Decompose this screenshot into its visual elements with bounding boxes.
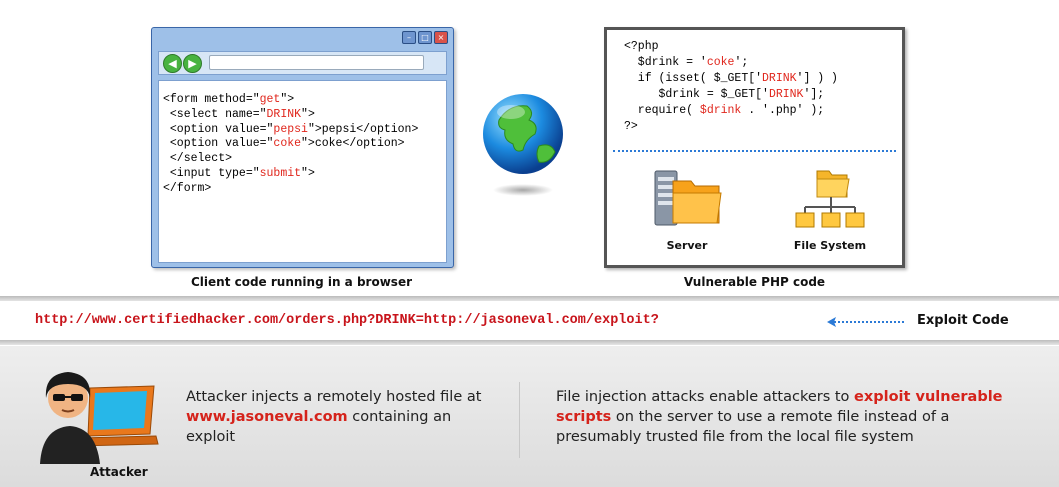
html-code-token: <option value=" [163,122,274,136]
html-code-token: coke [273,137,302,151]
php-caption: Vulnerable PHP code [683,275,826,289]
php-code-token: coke [706,56,735,69]
server-icon [654,170,722,226]
globe-icon [483,94,563,196]
html-code-token: "> [301,107,315,121]
maximize-icon: □ [418,31,432,44]
browser-caption: Client code running in a browser [190,275,412,289]
server-label: Server [666,239,708,252]
html-code-token: </select> [163,152,233,166]
attacker-label: Attacker [90,465,148,479]
php-code-token: '] ) ) [796,72,838,85]
php-code-box: <?php $drink = 'coke'; if (isset( $_GET[… [604,27,905,268]
html-code-line: <option value="coke">coke</option> [163,137,418,152]
attacker-text-before: Attacker injects a remotely hosted file … [186,389,482,405]
html-code-token: DRINK [266,107,302,121]
html-code-line: </form> [163,182,418,197]
address-bar [209,55,424,70]
php-code-token: '; [734,56,749,69]
forward-arrow-icon: ▶ [183,54,202,73]
attacker-text-after: containing an exploit [186,409,452,445]
php-code-token: $drink = $_GET[' [624,88,769,101]
html-code-token: <input type=" [163,166,260,180]
html-code-token: get [259,93,281,106]
back-arrow-icon: ◀ [163,54,182,73]
attacker-icon [40,372,159,464]
php-code-token: $drink [699,104,742,117]
exploit-bar-bottom [0,340,1059,345]
window-controls: – □ × [402,31,448,44]
php-code-line: ?> [624,119,838,135]
summary-highlight: exploit vulnerable scripts [556,389,1003,425]
html-code-line: <select name="DRINK"> [163,108,418,123]
html-code-token: "> [280,93,295,106]
php-code-token: . '.php' ); [741,104,825,117]
info-panel [0,346,1059,487]
php-code-token: DRINK [762,72,797,85]
summary-description: File injection attacks enable attackers … [556,387,1026,447]
html-code-token: ">coke</option> [301,137,405,151]
html-code-line: </select> [163,152,418,167]
html-code-line: <form method="get"> [163,93,418,108]
html-code-line: <input type="submit"> [163,167,418,182]
html-code-token: <option value=" [163,137,274,151]
html-form-code: <form method="get"> <select name="DRINK"… [163,93,418,197]
html-code-token: ">pepsi</option> [307,122,419,136]
browser-toolbar: ◀ ▶ [158,51,447,75]
php-code-line: require( $drink . '.php' ); [624,103,838,119]
php-code-line: $drink = $_GET['DRINK']; [624,87,838,103]
summary-text-before: File injection attacks enable attackers … [556,389,855,405]
file-system-icon [795,170,865,228]
arrow-left-icon [827,317,906,327]
minimize-icon: – [402,31,416,44]
exploit-url: http://www.certifiedhacker.com/orders.ph… [35,313,659,328]
exploit-bar-top [0,296,1059,301]
attacker-url: www.jasoneval.com [186,409,348,425]
html-code-token: submit [259,166,302,180]
html-code-token: "> [301,166,315,180]
php-code-line: if (isset( $_GET['DRINK'] ) ) [624,71,838,87]
php-code-token: require( [624,104,700,117]
html-code-token: </form> [163,181,212,195]
summary-text-after: on the server to use a remote file inste… [556,409,950,445]
php-code-line: <?php [624,39,838,55]
php-code-line: $drink = 'coke'; [624,55,838,71]
file-system-label: File System [793,239,867,252]
php-code: <?php $drink = 'coke'; if (isset( $_GET[… [624,39,838,135]
attacker-description: Attacker injects a remotely hosted file … [186,387,496,447]
php-code-token: ']; [803,88,825,101]
exploit-label: Exploit Code [917,313,1009,328]
php-code-token: $drink = ' [624,56,707,69]
php-code-token: ?> [624,120,638,133]
html-code-token: pepsi [273,122,308,136]
browser-window: – □ × ◀ ▶ <form method="get"> <select na… [151,27,454,268]
html-code-token: <form method=" [163,93,260,106]
html-code-token: <select name=" [163,107,267,121]
php-code-token: <?php [624,40,659,53]
browser-content: <form method="get"> <select name="DRINK"… [158,80,447,263]
close-icon: × [434,31,448,44]
separator [613,150,896,152]
php-code-token: DRINK [768,88,804,101]
php-code-token: if (isset( $_GET[' [624,72,763,85]
panel-divider [519,382,520,458]
html-code-line: <option value="pepsi">pepsi</option> [163,123,418,138]
